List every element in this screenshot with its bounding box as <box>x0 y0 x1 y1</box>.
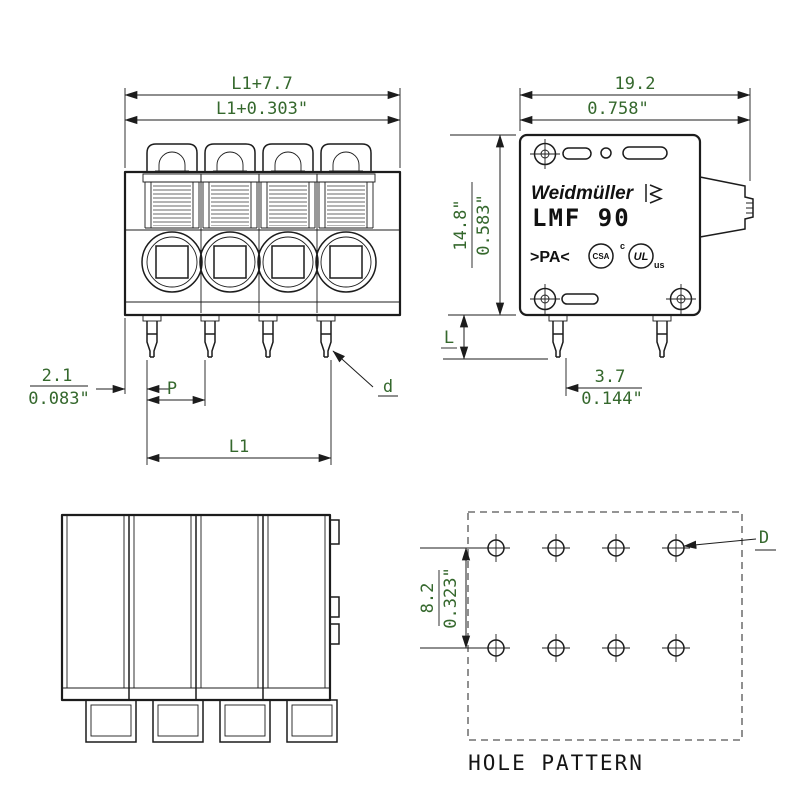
front-dim-edge-mm: 2.1 <box>42 366 73 386</box>
svg-text:c: c <box>620 241 625 251</box>
drill-hole <box>661 633 691 663</box>
svg-text:CSA: CSA <box>593 252 610 261</box>
hole-pattern-view: 8.2 0.323" D HOLE PATTERN <box>418 511 776 775</box>
solder-pin <box>548 314 568 358</box>
side-dim-height-mm: 14.8" <box>451 199 471 250</box>
svg-text:UL: UL <box>634 251 649 263</box>
mounting-latch <box>699 176 754 238</box>
front-dim-overall-mm: L1+7.7 <box>231 74 292 94</box>
front-dim-span: L1 <box>229 437 249 457</box>
hole-dim-row-in: 0.323" <box>441 567 461 628</box>
side-view-dimensions: 19.2 0.758" 14.8" 0.583" L 3.7 0.144" <box>441 74 751 409</box>
clamp-unit <box>258 144 318 357</box>
bottom-view <box>60 513 340 743</box>
front-view-dimensions: L1+7.7 L1+0.303" 2.1 0.083" P d L1 <box>28 74 401 465</box>
board-outline <box>467 511 743 741</box>
brand-label: Weidmüller <box>531 183 635 204</box>
side-dim-pin-offset-in: 0.144" <box>581 389 642 409</box>
mounting-hole <box>665 283 697 315</box>
front-dim-pin: d <box>383 377 393 397</box>
csa-cert-icon: CSA <box>588 243 614 269</box>
front-dim-edge-in: 0.083" <box>28 389 89 409</box>
front-view-part <box>123 144 402 357</box>
front-view: L1+7.7 L1+0.303" 2.1 0.083" P d L1 <box>28 74 402 465</box>
side-dim-height-in: 0.583" <box>474 194 494 255</box>
front-dim-pitch: P <box>167 379 177 399</box>
side-view: Weidmüller LMF 90 >PA< CSA c UL us <box>441 74 754 409</box>
svg-text:us: us <box>654 260 665 270</box>
connector-feet <box>85 699 338 743</box>
clamp-unit <box>142 144 202 357</box>
side-dim-depth-in: 0.758" <box>587 99 648 119</box>
hole-pattern-dimensions: 8.2 0.323" D <box>418 528 776 649</box>
hole-dim-row-mm: 8.2 <box>418 583 438 614</box>
drill-hole <box>661 533 691 563</box>
side-dim-depth-mm: 19.2 <box>615 74 656 94</box>
side-dim-pin-length: L <box>444 328 454 348</box>
mounting-hole <box>529 283 561 315</box>
mounting-hole <box>529 138 561 170</box>
solder-pin <box>652 314 672 358</box>
weidmueller-logo-icon <box>645 184 663 204</box>
drill-hole <box>481 633 511 663</box>
material-label: >PA< <box>530 249 570 266</box>
side-dim-pin-offset-mm: 3.7 <box>595 367 626 387</box>
drill-hole <box>541 633 571 663</box>
drill-hole <box>481 533 511 563</box>
drill-hole <box>601 533 631 563</box>
clamp-unit <box>316 144 376 357</box>
front-dim-overall-in: L1+0.303" <box>216 99 308 119</box>
hole-pattern-caption: HOLE PATTERN <box>468 751 644 775</box>
drill-hole <box>601 633 631 663</box>
side-view-part: Weidmüller LMF 90 >PA< CSA c UL us <box>518 133 754 358</box>
model-label: LMF 90 <box>532 204 631 232</box>
clamp-unit <box>200 144 260 357</box>
hole-dim-diameter: D <box>759 528 769 548</box>
drill-hole <box>541 533 571 563</box>
ul-cert-icon: c UL us <box>620 241 665 270</box>
